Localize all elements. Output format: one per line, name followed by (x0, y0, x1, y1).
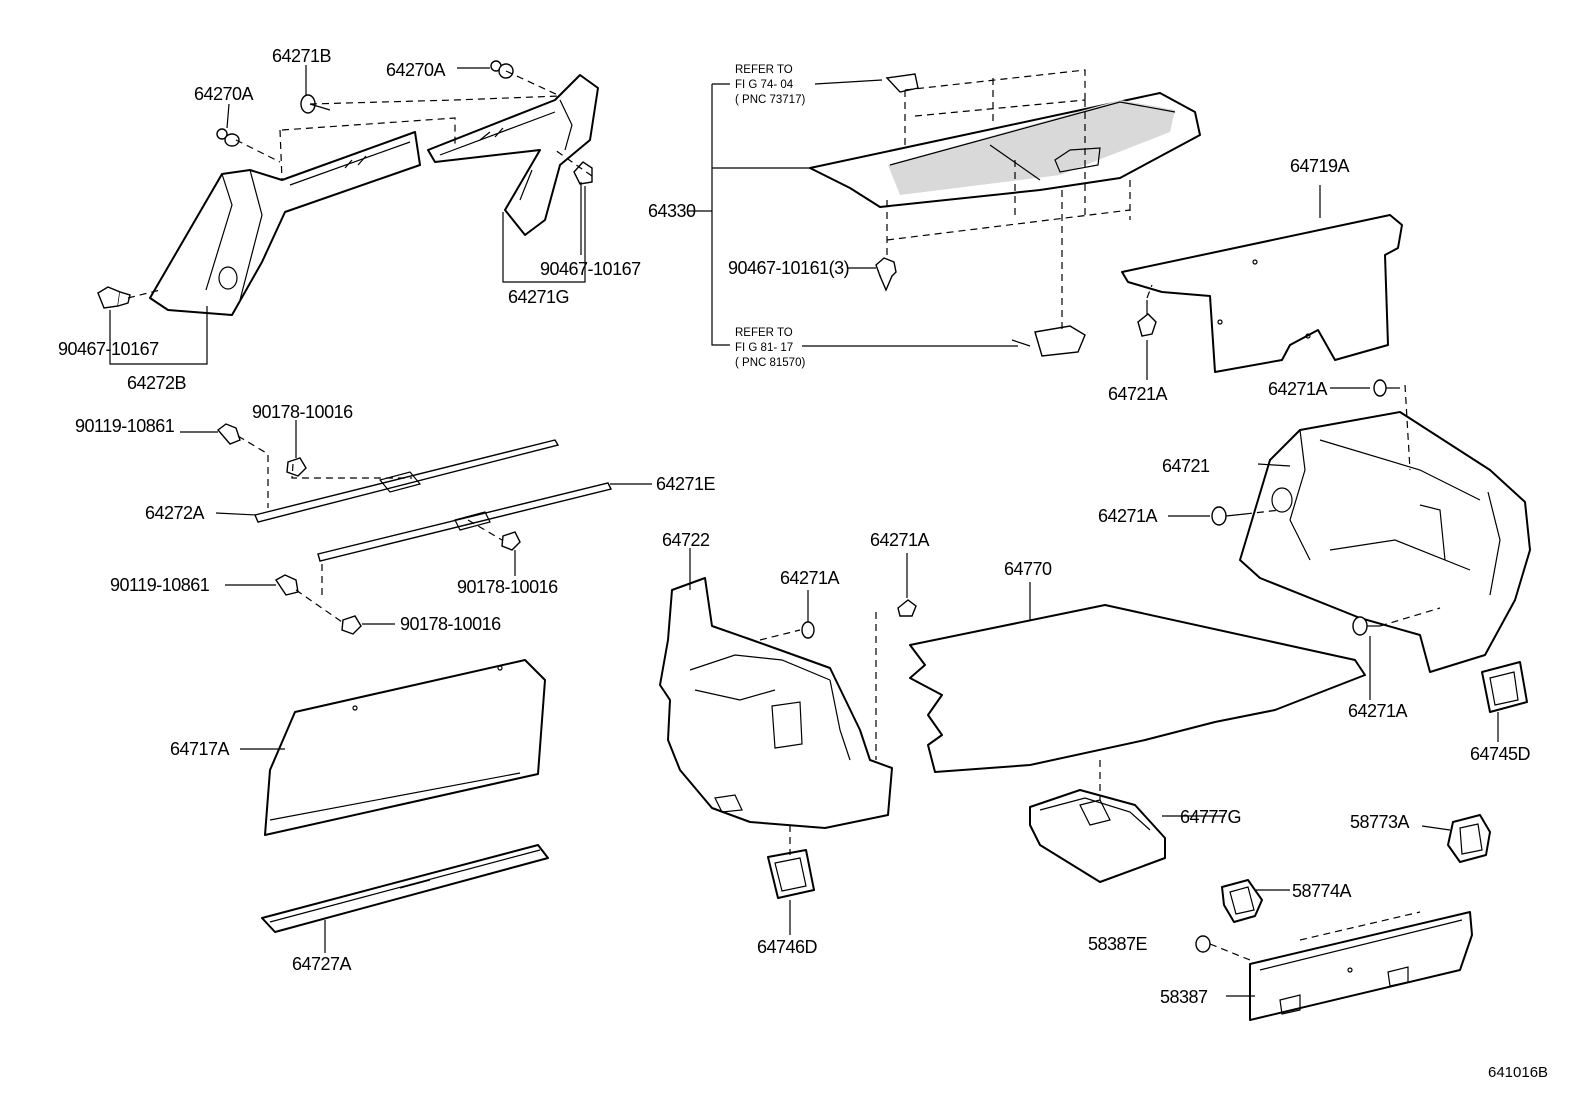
label-58774A: 58774A (1292, 881, 1352, 901)
clip-90467-10167-left (97, 286, 131, 309)
refer-note-1-line1: REFER TO (735, 64, 793, 76)
spare-wheel-cover-64777G (1029, 789, 1166, 883)
board-64717A (264, 659, 546, 836)
clip-90467-10161 (875, 257, 897, 292)
nut-90178-10016-mid (501, 531, 521, 551)
rod-64271E (317, 482, 613, 562)
label-58387: 58387 (1160, 987, 1208, 1007)
refer-note-1-line2: FI G 74- 04 (735, 79, 794, 91)
figure-code: 641016B (1488, 1064, 1548, 1081)
clip-64271A-center2 (897, 599, 917, 617)
label-90178-10016-mid: 90178-10016 (457, 577, 558, 597)
rod-64272A (254, 439, 560, 523)
trunk-mat-64770 (909, 604, 1366, 773)
label-64271G: 64271G (508, 287, 569, 307)
label-64270A-left: 64270A (194, 84, 254, 104)
refer-note-2-line2: FI G 81- 17 (735, 342, 793, 354)
bolt-90119-10861-mid (274, 574, 299, 596)
label-58387E: 58387E (1088, 934, 1148, 954)
quarter-trim-64272B (149, 131, 421, 316)
clip-64271B (300, 94, 331, 114)
label-90119-10861-mid: 90119-10861 (110, 575, 210, 595)
bracket-58774A (1221, 879, 1263, 923)
label-64746D: 64746D (757, 937, 818, 957)
label-64271A-lower: 64271A (1348, 701, 1408, 721)
label-64271E: 64271E (656, 474, 716, 494)
refer-note-1-line3: ( PNC 73717) (735, 94, 805, 106)
sill-trim-58387 (1249, 911, 1473, 1021)
refer-note-2-line1: REFER TO (735, 327, 793, 339)
trunk-trim-64722 (659, 577, 893, 829)
label-64721: 64721 (1162, 456, 1210, 476)
label-64745D: 64745D (1470, 744, 1531, 764)
clip-64721A (1137, 300, 1157, 337)
label-64271A-upper: 64271A (1268, 379, 1328, 399)
grommet-64745D (1481, 661, 1528, 713)
clip-64271A-upper (1373, 379, 1400, 397)
refer-note-2-line3: ( PNC 81570) (735, 357, 805, 369)
part-labels: 64271B 64270A 64270A 90467-10167 64271G … (58, 46, 1548, 1081)
label-90467-10167-right: 90467-10167 (540, 259, 641, 279)
label-64270A-top: 64270A (386, 60, 446, 80)
bracket-58773A (1447, 814, 1491, 863)
label-58773A: 58773A (1350, 812, 1410, 832)
package-tray-64330 (809, 92, 1201, 208)
label-64272A: 64272A (145, 503, 205, 523)
trunk-trim-64721 (1239, 411, 1531, 673)
label-90467-10161-3: 90467-10161(3) (728, 258, 849, 278)
label-64271B: 64271B (272, 46, 332, 66)
label-64770: 64770 (1004, 559, 1052, 579)
label-64272B: 64272B (127, 373, 187, 393)
label-64719A: 64719A (1290, 156, 1350, 176)
label-64271A-center2: 64271A (870, 530, 930, 550)
nut-90178-10016-top (286, 457, 307, 477)
nut-90178-10016-bot (341, 615, 362, 635)
clip-64270A-top (490, 60, 514, 79)
label-64271A-left: 64271A (1098, 506, 1158, 526)
lamp-refer-81-17 (1011, 325, 1086, 357)
clip-64271A-lower (1352, 616, 1380, 636)
clip-64270A-left (216, 128, 240, 147)
label-64722: 64722 (662, 530, 710, 550)
sill-64727A (261, 844, 549, 933)
leader-lines (180, 65, 1499, 997)
label-64717A: 64717A (170, 739, 230, 759)
label-90119-10861-top: 90119-10861 (75, 416, 175, 436)
label-90178-10016-bot: 90178-10016 (400, 614, 501, 634)
label-64330: 64330 (648, 201, 696, 221)
clip-90467-10167-right (573, 161, 593, 185)
quarter-trim-upper-64271G (427, 74, 599, 236)
label-64721A: 64721A (1108, 384, 1168, 404)
grommet-64746D (767, 849, 815, 899)
bracket-refer-74-04 (885, 73, 919, 93)
clip-64271A-center (801, 621, 815, 639)
label-64727A: 64727A (292, 954, 352, 974)
label-90467-10167-left: 90467-10167 (58, 339, 159, 359)
label-64777G: 64777G (1180, 807, 1241, 827)
clip-58387E (1195, 935, 1211, 953)
cover-64719A (1121, 214, 1403, 373)
label-64271A-center: 64271A (780, 568, 840, 588)
label-90178-10016-top: 90178-10016 (252, 402, 353, 422)
bolt-90119-10861-top (216, 423, 241, 445)
clip-64271A-left (1211, 506, 1246, 526)
